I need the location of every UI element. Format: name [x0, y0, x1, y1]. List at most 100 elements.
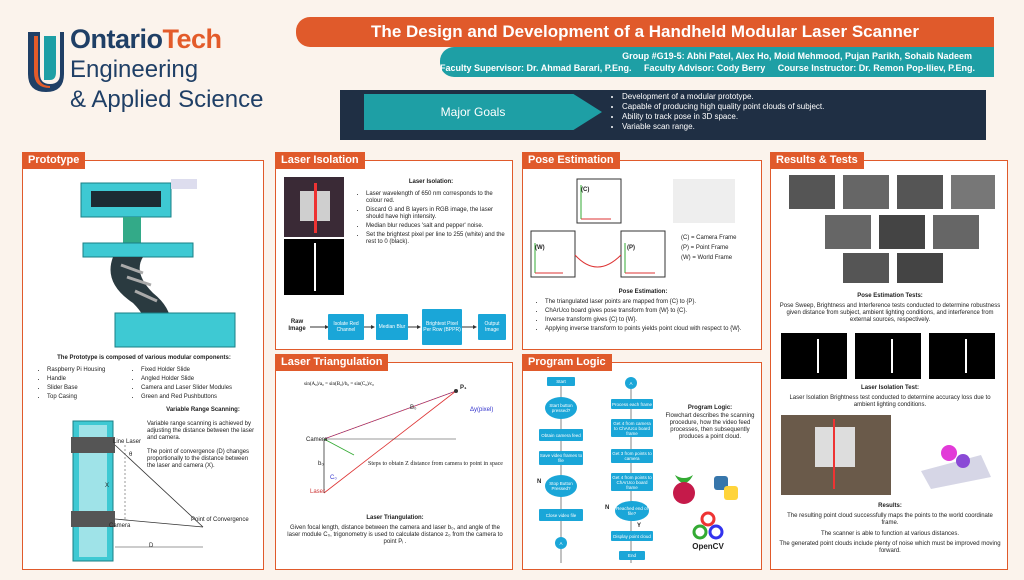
- flow-points-camera: Get 3 from points to camera: [611, 449, 653, 463]
- title-bar: The Design and Development of a Handheld…: [296, 17, 994, 47]
- flow-end-of-file: Reached end of file?: [615, 501, 649, 521]
- flow-start-button: Start button pressed?: [545, 397, 577, 419]
- component-item: Camera and Laser Slider Modules: [141, 385, 261, 392]
- brand-name: OntarioTech: [70, 24, 222, 55]
- vrs-paragraph-2: The point of convergence (D) changes pro…: [147, 449, 250, 469]
- iso-test-heading: Laser Isolation Test:: [861, 385, 919, 391]
- pose-test-plots: [789, 175, 995, 283]
- opencv-label: OpenCV: [692, 542, 724, 551]
- pose-bullet: The triangulated laser points are mapped…: [545, 299, 757, 306]
- component-item: Handle: [47, 376, 137, 383]
- component-item: Raspberry Pi Housing: [47, 367, 137, 374]
- component-item: Green and Red Pushbuttons: [141, 394, 261, 401]
- pipeline-bppr: Brightest Pixel Per Row (BPPR): [422, 309, 462, 345]
- pipeline-arrows: [310, 325, 477, 329]
- flow-a-left: A: [555, 537, 567, 549]
- ypixel-label: Δy(pixel): [470, 407, 494, 413]
- flow-camera-feed: Obtain camera feed: [539, 429, 583, 441]
- python-icon: [714, 476, 738, 500]
- results-title: Results & Tests: [770, 152, 864, 169]
- flow-close-file: Close video file: [539, 509, 583, 521]
- ontariotech-logo: OntarioTech Engineering & Applied Scienc…: [22, 22, 292, 122]
- results-panel: Results & Tests Pose Estimation Tests: P…: [770, 152, 1008, 570]
- shield-logo-icon: [28, 32, 64, 92]
- flow-save-frames: Save video frames to file: [539, 451, 583, 465]
- c0-label: C₀: [330, 475, 337, 481]
- camera-label: Camera: [109, 523, 131, 529]
- component-item: Angled Holder Slide: [141, 376, 261, 383]
- brand-a: Ontario: [70, 24, 163, 54]
- results-line: The resulting point cloud successfully m…: [787, 513, 993, 526]
- program-text: Flowchart describes the scanning procedu…: [665, 413, 755, 440]
- flow-a-right: A: [625, 377, 637, 389]
- pose-tests-text: Pose Sweep, Brightness and Interference …: [779, 303, 1001, 323]
- component-item: Fixed Holder Slide: [141, 367, 261, 374]
- program-panel: Program Logic Start Start button pressed…: [522, 354, 762, 570]
- triangulation-diagram: sin(A₀)/a₀ = sin(B₀)/b₀ = sin(C₀)/c₀: [304, 382, 458, 494]
- prototype-render-image: [80, 179, 236, 348]
- components-heading: The Prototype is composed of various mod…: [57, 355, 231, 361]
- goal-item: Ability to track pose in 3D space.: [622, 112, 824, 122]
- isolation-bullet: Median blur reduces 'salt and pepper' no…: [366, 223, 506, 230]
- flow-start: Start: [547, 377, 575, 386]
- goal-item: Variable scan range.: [622, 122, 824, 132]
- pose-panel: Pose Estimation (C) (W) (P) (C) = Camera…: [522, 152, 762, 350]
- supervisors-line: Faculty Supervisor: Dr. Ahmad Barari, P.…: [440, 63, 975, 73]
- pipeline-raw: Raw Image: [288, 319, 306, 332]
- x-label: X: [105, 483, 110, 489]
- laser-label: Laser: [310, 489, 326, 495]
- laser-isolation-title: Laser Isolation: [275, 152, 365, 169]
- flow-n-right: N: [605, 505, 610, 511]
- flow-y-right: Y: [637, 523, 642, 529]
- flow-points-board: Get 4 from points to ChArUco board frame: [611, 473, 653, 491]
- pose-bullet: ChArUco board gives pose transform from …: [545, 308, 757, 315]
- pipeline-output: Output Image: [478, 314, 506, 340]
- d-label: D: [149, 543, 154, 549]
- triangulation-text: Given focal length, distance between the…: [287, 525, 503, 545]
- opencv-icon: [692, 511, 724, 540]
- legend-w: (W) = World Frame: [681, 255, 733, 261]
- theta-label: θ: [129, 452, 133, 458]
- pose-title: Pose Estimation: [522, 152, 620, 169]
- laser-isolation-subheading: Laser Isolation:: [408, 179, 454, 185]
- poster-title: The Design and Development of a Handheld…: [371, 22, 919, 41]
- component-item: Slider Base: [47, 385, 137, 392]
- component-item: Top Casing: [47, 394, 137, 401]
- prototype-panel: Prototype The Prototype is composed of v…: [22, 152, 264, 570]
- frame-c: (C): [581, 187, 590, 193]
- pose-diagram: [530, 178, 735, 278]
- faculty-line-1: Engineering: [70, 56, 199, 83]
- legend-p: (P) = Point Frame: [681, 245, 729, 251]
- triangulation-title: Laser Triangulation: [275, 354, 389, 371]
- flow-process-frame: Process each frame: [611, 399, 653, 409]
- vrs-heading: Variable Range Scanning:: [166, 407, 240, 413]
- isolation-bullet: Laser wavelength of 650 nm corresponds t…: [366, 191, 506, 205]
- frame-w: (W): [535, 245, 545, 251]
- laser-isolation-bullets: Laser wavelength of 650 nm corresponds t…: [356, 191, 506, 248]
- laser-isolation-images: [284, 177, 344, 295]
- flow-camera-board: Get 4 from camera to ChArUco board frame: [611, 419, 653, 437]
- brand-b: Tech: [162, 24, 223, 54]
- legend-c: (C) = Camera Frame: [681, 235, 737, 241]
- laser-isolation-panel: Laser Isolation Laser Isolation: Laser w…: [275, 152, 513, 350]
- flow-stop-button: Stop Button Pressed?: [545, 475, 577, 497]
- flow-end: End: [619, 551, 645, 560]
- isolation-bullet: Set the brightest pixel per line to 255 …: [366, 232, 506, 246]
- pose-tests-heading: Pose Estimation Tests:: [857, 293, 923, 299]
- group-line: Group #G19-5: Abhi Patel, Alex Ho, Moid …: [622, 51, 972, 61]
- components-col1: Raspberry Pi Housing Handle Slider Base …: [37, 367, 137, 403]
- raspberry-pi-icon: [673, 475, 695, 504]
- svg-text:sin(A₀)/a₀ = sin(B₀)/b₀ = sin(: sin(A₀)/a₀ = sin(B₀)/b₀ = sin(C₀)/c₀: [304, 382, 374, 387]
- pose-bullets: The triangulated laser points are mapped…: [535, 299, 757, 335]
- p1-label: P₁: [460, 385, 467, 391]
- program-heading: Program Logic:: [687, 405, 733, 411]
- poc-label: Point of Convergence: [191, 517, 249, 523]
- triangulation-panel: Laser Triangulation sin(A₀)/a₀ = sin(B₀)…: [275, 354, 513, 570]
- goal-item: Development of a modular prototype.: [622, 92, 824, 102]
- iso-test-text: Laser Isolation Brightness test conducte…: [789, 395, 991, 408]
- goals-label-band: Major Goals: [364, 94, 602, 130]
- pose-bullet: Applying inverse transform to points yie…: [545, 326, 757, 333]
- authors-bar: Group #G19-5: Abhi Patel, Alex Ho, Moid …: [440, 47, 994, 77]
- pose-bullet: Inverse transform gives {C} to {W}.: [545, 317, 757, 324]
